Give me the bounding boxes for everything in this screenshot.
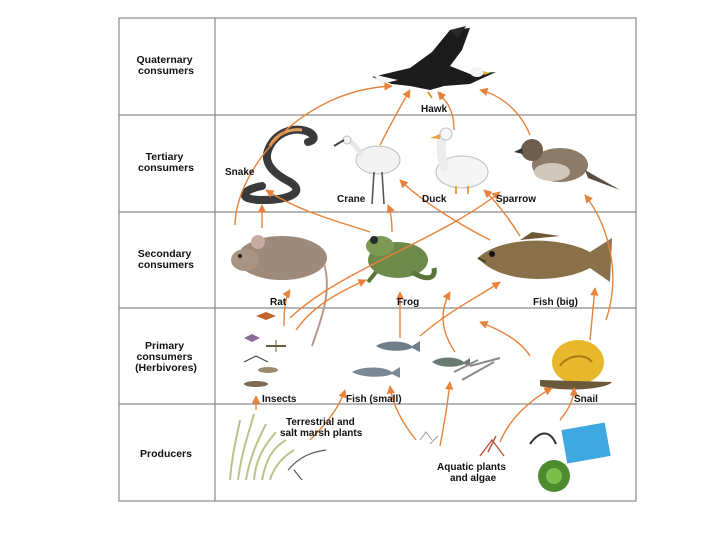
- label-terrestrial-plants: Terrestrial and salt marsh plants: [280, 417, 363, 439]
- label-duck: Duck: [422, 194, 447, 205]
- arrow-snail-to-primary: [480, 322, 530, 356]
- duck-illustration: [430, 128, 488, 194]
- arrow-algae-to-small-fish-2: [440, 382, 450, 446]
- label-fish-big: Fish (big): [533, 297, 578, 308]
- snail-illustration: [540, 340, 612, 389]
- label-insects: Insects: [262, 394, 297, 405]
- level-label-primary: Primary consumers (Herbivores): [135, 340, 197, 374]
- level-label-quaternary: Quaternary consumers: [137, 54, 196, 77]
- label-sparrow: Sparrow: [496, 194, 536, 205]
- aquatic-plants-illustration: [420, 422, 611, 492]
- arrow-fish-big-to-crane: [400, 180, 490, 240]
- label-fish-small: Fish (small): [346, 394, 402, 405]
- arrow-fish-small-to-fish-big: [420, 282, 500, 336]
- label-crane: Crane: [337, 194, 366, 205]
- big-fish-illustration: [478, 232, 612, 282]
- insects-illustration: [244, 312, 286, 387]
- small-fish-illustration: [352, 341, 500, 380]
- frog-illustration: [366, 236, 434, 282]
- label-rat: Rat: [270, 297, 287, 308]
- arrow-sparrow-to-hawk: [480, 90, 530, 135]
- label-snake: Snake: [225, 167, 255, 178]
- arrow-frog-to-crane: [388, 205, 392, 232]
- label-snail: Snail: [574, 394, 598, 405]
- label-frog: Frog: [397, 297, 419, 308]
- sparrow-illustration: [514, 139, 620, 190]
- snake-illustration: [245, 130, 314, 200]
- hawk-illustration: [372, 26, 496, 99]
- arrow-snail-to-fish-big: [590, 288, 595, 340]
- label-hawk: Hawk: [421, 104, 448, 115]
- level-label-producers: Producers: [140, 448, 192, 460]
- arrow-fish-small-to-fish-big-2: [443, 292, 455, 352]
- arrow-crane-to-hawk: [380, 90, 410, 145]
- level-label-tertiary: Tertiary consumers: [138, 151, 194, 174]
- label-aquatic-plants: Aquatic plants and algae: [437, 462, 509, 484]
- level-label-secondary: Secondary consumers: [138, 248, 195, 271]
- rat-illustration: [231, 235, 327, 346]
